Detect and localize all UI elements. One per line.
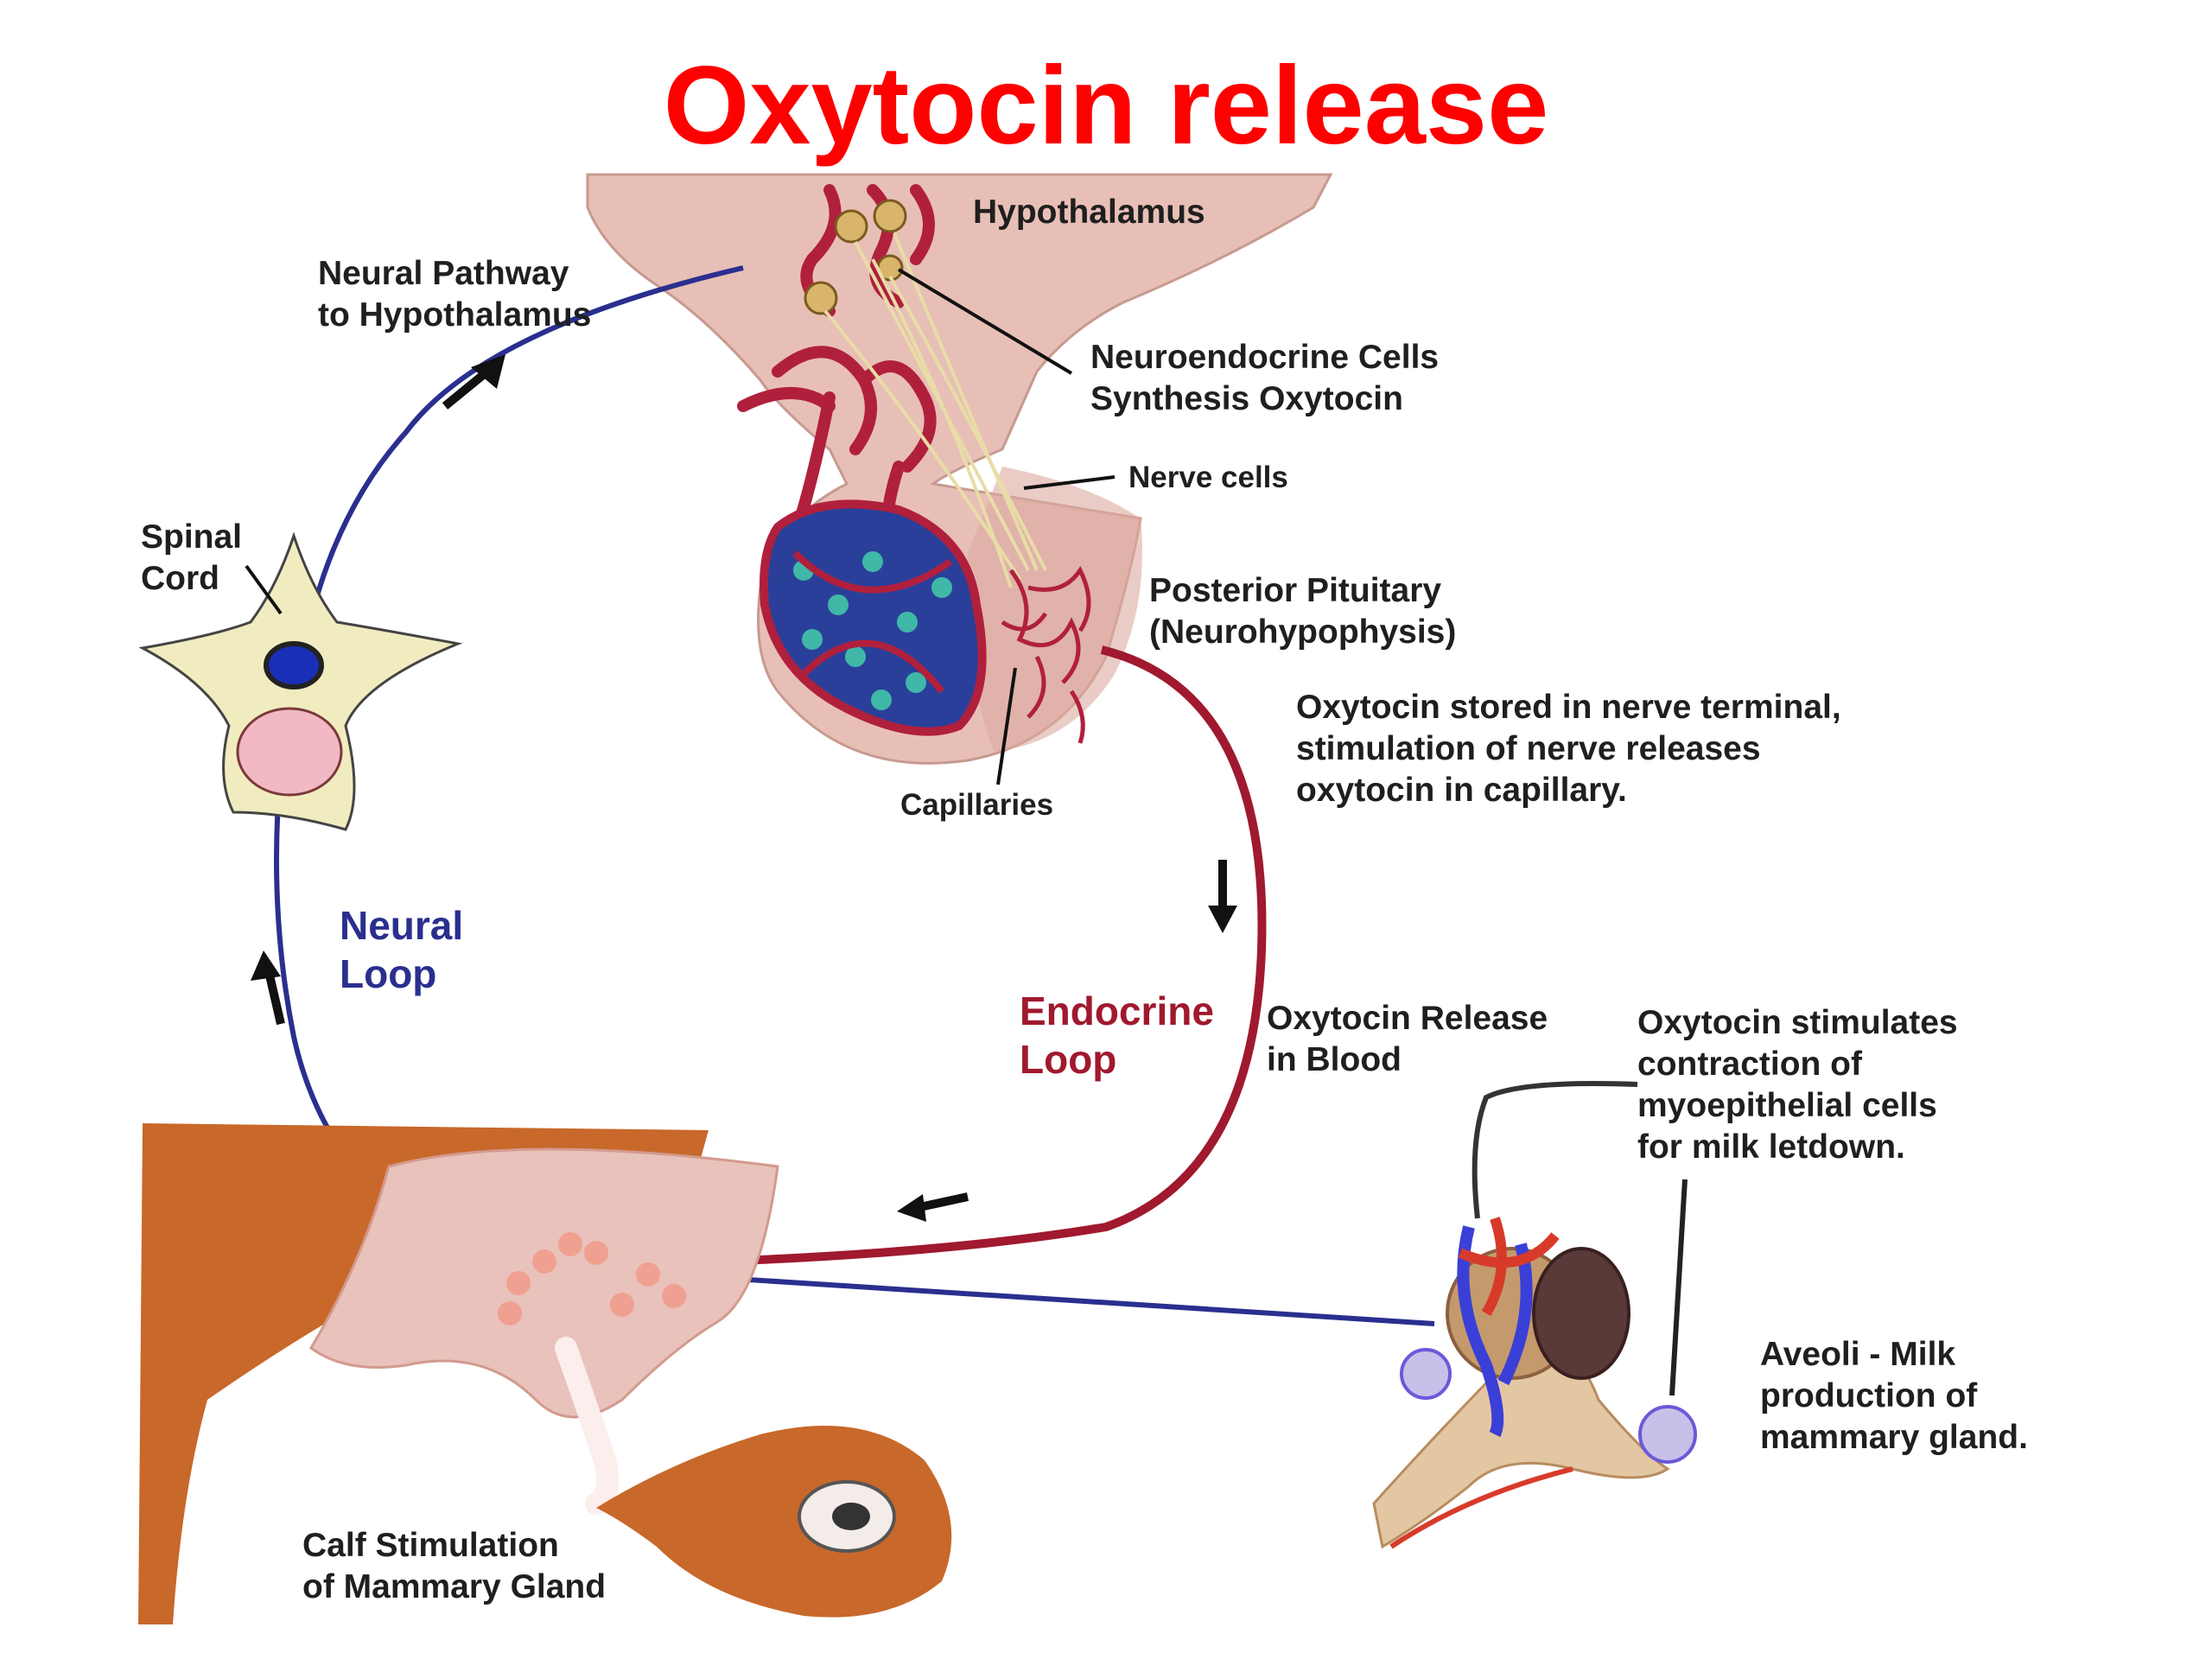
label-neural-pathway-line: Neural Pathway — [318, 255, 569, 292]
label-endocrine-loop: Endocrine Loop — [1020, 987, 1214, 1084]
label-aveoli: Aveoli - Milk production of mammary glan… — [1760, 1334, 2028, 1459]
alveoli-illustration — [1372, 1217, 1697, 1549]
label-oxytocin-stored-line: oxytocin in capillary. — [1296, 772, 1627, 809]
label-neuroendocrine-line: Neuroendocrine Cells — [1090, 339, 1440, 376]
label-oxytocin-stored-line: Oxytocin stored in nerve terminal, — [1296, 689, 1841, 726]
neuroendocrine-cells — [804, 199, 907, 315]
endocrine-loop-path — [716, 645, 1267, 1266]
label-oxytocin-stimulates-line: Oxytocin stimulates — [1637, 1004, 1958, 1041]
arrow-left-icon — [897, 1192, 969, 1222]
label-spinal-cord-line: Cord — [141, 560, 219, 597]
label-neural-loop-line: Neural — [340, 903, 464, 948]
label-calf-stimulation-line: of Mammary Gland — [302, 1568, 607, 1605]
label-posterior-pituitary-line: Posterior Pituitary — [1149, 572, 1442, 609]
label-spinal-cord: Spinal Cord — [141, 517, 242, 600]
label-calf-stimulation-line: Calf Stimulation — [302, 1527, 559, 1564]
label-aveoli-line: mammary gland. — [1760, 1419, 2028, 1456]
arrow-down-icon — [1208, 860, 1237, 933]
label-oxytocin-release-line: Oxytocin Release — [1267, 1000, 1548, 1037]
label-oxytocin-stimulates-line: myoepithelial cells — [1637, 1087, 1937, 1124]
vertebra-illustration — [138, 531, 463, 831]
label-posterior-pituitary-line: (Neurohypophysis) — [1149, 613, 1457, 651]
label-calf-stimulation: Calf Stimulation of Mammary Gland — [302, 1525, 606, 1608]
posterior-pituitary-capillaries — [1001, 566, 1091, 744]
label-oxytocin-stimulates: Oxytocin stimulates contraction of myoep… — [1637, 1002, 1958, 1168]
label-neural-loop: Neural Loop — [340, 901, 463, 998]
cow-illustration — [138, 1123, 952, 1624]
label-oxytocin-stimulates-line: for milk letdown. — [1637, 1128, 1905, 1166]
label-endocrine-loop-line: Endocrine — [1020, 988, 1214, 1033]
label-oxytocin-stored: Oxytocin stored in nerve terminal, stimu… — [1296, 687, 1841, 811]
label-neural-pathway: Neural Pathway to Hypothalamus — [318, 253, 591, 336]
label-hypothalamus: Hypothalamus — [973, 194, 1205, 231]
label-oxytocin-release-line: in Blood — [1267, 1041, 1402, 1078]
arrow-up-icon — [251, 950, 285, 1026]
label-oxytocin-release-blood: Oxytocin Release in Blood — [1267, 998, 1548, 1081]
label-posterior-pituitary: Posterior Pituitary (Neurohypophysis) — [1149, 570, 1456, 653]
leader-lines — [245, 268, 1688, 1396]
label-aveoli-line: Aveoli - Milk — [1760, 1336, 1956, 1373]
label-oxytocin-stored-line: stimulation of nerve releases — [1296, 730, 1761, 767]
label-nerve-cells: Nerve cells — [1128, 461, 1288, 494]
anterior-pituitary — [760, 499, 987, 736]
arrow-up-right-icon — [442, 354, 505, 410]
label-oxytocin-stimulates-line: contraction of — [1637, 1046, 1862, 1083]
label-capillaries: Capillaries — [900, 788, 1054, 822]
label-neural-pathway-line: to Hypothalamus — [318, 296, 592, 334]
label-neural-loop-line: Loop — [340, 951, 437, 996]
label-neuroendocrine-line: Synthesis Oxytocin — [1090, 380, 1403, 417]
label-aveoli-line: production of — [1760, 1377, 1978, 1414]
label-endocrine-loop-line: Loop — [1020, 1037, 1117, 1082]
label-spinal-cord-line: Spinal — [141, 518, 243, 556]
label-neuroendocrine-cells: Neuroendocrine Cells Synthesis Oxytocin — [1090, 337, 1439, 420]
page-title: Oxytocin release — [663, 44, 1549, 168]
